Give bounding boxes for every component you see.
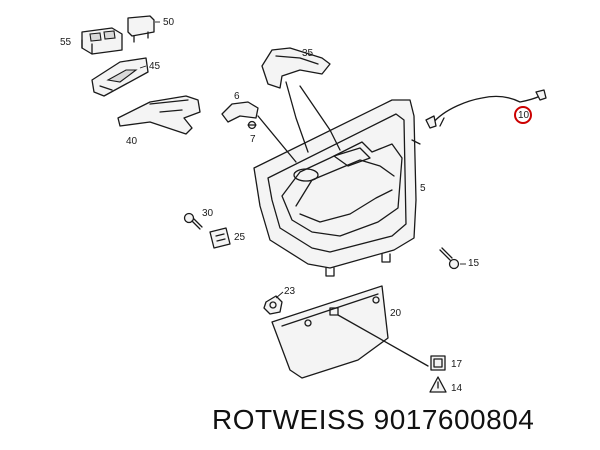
callout-17: 17 (451, 359, 463, 370)
part-7-clip (247, 120, 257, 130)
part-20-lower-trim (271, 285, 389, 379)
callout-23: 23 (284, 286, 296, 297)
callout-35: 35 (302, 48, 314, 59)
callout-50: 50 (163, 17, 175, 28)
callout-30: 30 (202, 208, 214, 219)
highlight-circle (514, 106, 532, 124)
part-number: 9017600804 (373, 404, 535, 435)
callout-14: 14 (451, 383, 463, 394)
part-6-inner-handle (221, 101, 259, 123)
part-40-armrest-trim (117, 95, 201, 135)
callout-20: 20 (390, 308, 402, 319)
leader-35 (285, 81, 309, 153)
part-14-warning-label (429, 376, 447, 393)
callout-15: 15 (468, 258, 480, 269)
callout-5: 5 (420, 183, 426, 194)
callout-45: 45 (149, 61, 161, 72)
leader-45 (139, 65, 147, 69)
part-45-switch-panel (91, 57, 149, 97)
part-23-fastener (263, 295, 283, 315)
callout-10: 10 (518, 110, 530, 121)
leader-35-b (299, 85, 341, 151)
part-15-bolt (439, 247, 460, 270)
part-30-screw (183, 212, 203, 230)
part-25-clip-plate (209, 227, 231, 249)
callout-6: 6 (234, 91, 240, 102)
footer-brand-line: ROTWEISS 9017600804 (212, 404, 534, 436)
part-35-pull-handle (261, 47, 331, 89)
leader-23 (275, 291, 284, 299)
leader-6 (257, 115, 297, 163)
callout-7: 7 (250, 134, 256, 145)
part-50-switch (127, 15, 155, 43)
leader-17 (337, 314, 429, 367)
brand-name: ROTWEISS (212, 404, 366, 435)
part-55-switch-block (81, 27, 123, 55)
part-5-door-panel (253, 99, 421, 277)
callout-25: 25 (234, 232, 246, 243)
part-17-label-plate (430, 355, 446, 371)
part-10-cable (425, 89, 547, 129)
callout-55: 55 (60, 37, 72, 48)
callout-40: 40 (126, 136, 138, 147)
